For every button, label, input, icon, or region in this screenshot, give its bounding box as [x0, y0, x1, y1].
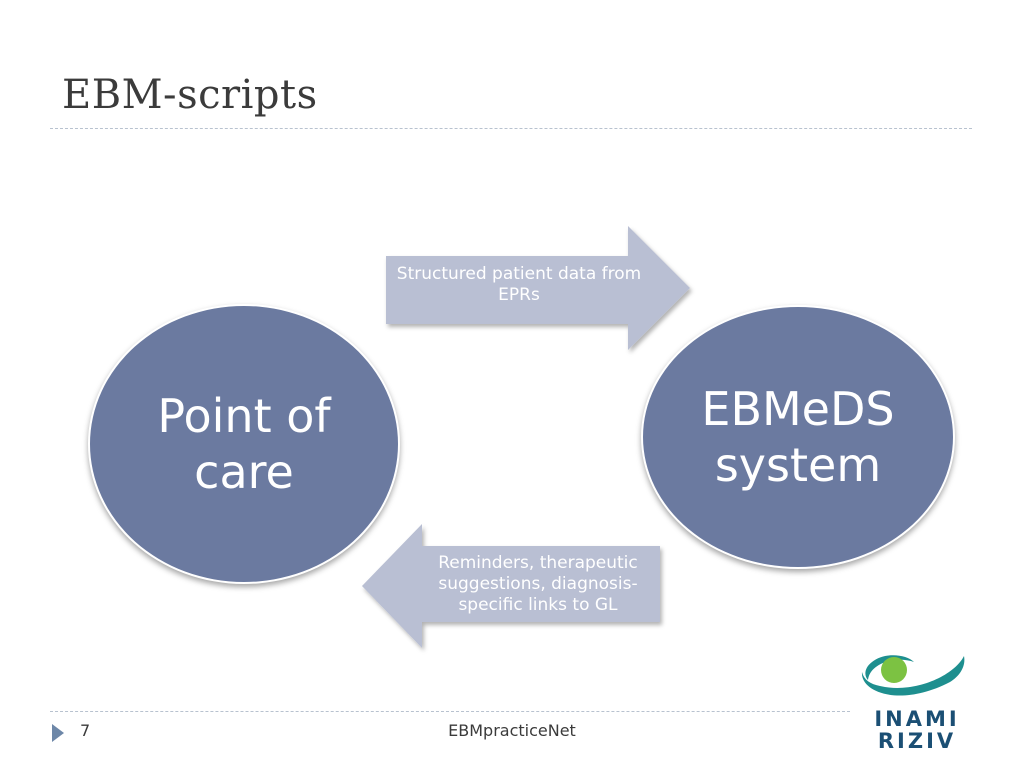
node-point-of-care: Point of care: [88, 304, 400, 584]
arrow-right-shape: [386, 226, 690, 350]
arrow-to-ebmeds: [386, 226, 690, 350]
node-label-point-of-care: Point of care: [157, 389, 331, 499]
edge-label-top: Structured patient data from EPRs: [396, 264, 642, 305]
slide-title: EBM-scripts: [62, 72, 318, 118]
footer-text: EBMpracticeNet: [448, 721, 576, 740]
node-label-ebmeds-system: EBMeDS system: [701, 382, 895, 492]
triangle-bullet-icon: [52, 724, 64, 742]
edge-label-bottom: Reminders, therapeutic suggestions, diag…: [438, 553, 638, 615]
title-divider: [50, 128, 972, 129]
logo-text-riziv: RIZIV: [877, 729, 957, 753]
node-ebmeds-system: EBMeDS system: [641, 305, 955, 569]
inami-riziv-logo: [861, 655, 965, 696]
footer-divider: [50, 711, 850, 712]
arrow-to-point-of-care: [362, 524, 660, 648]
slide-number: 7: [80, 721, 91, 740]
arrow-left-shape: [362, 524, 660, 648]
logo-text-inami: INAMI: [874, 707, 960, 731]
